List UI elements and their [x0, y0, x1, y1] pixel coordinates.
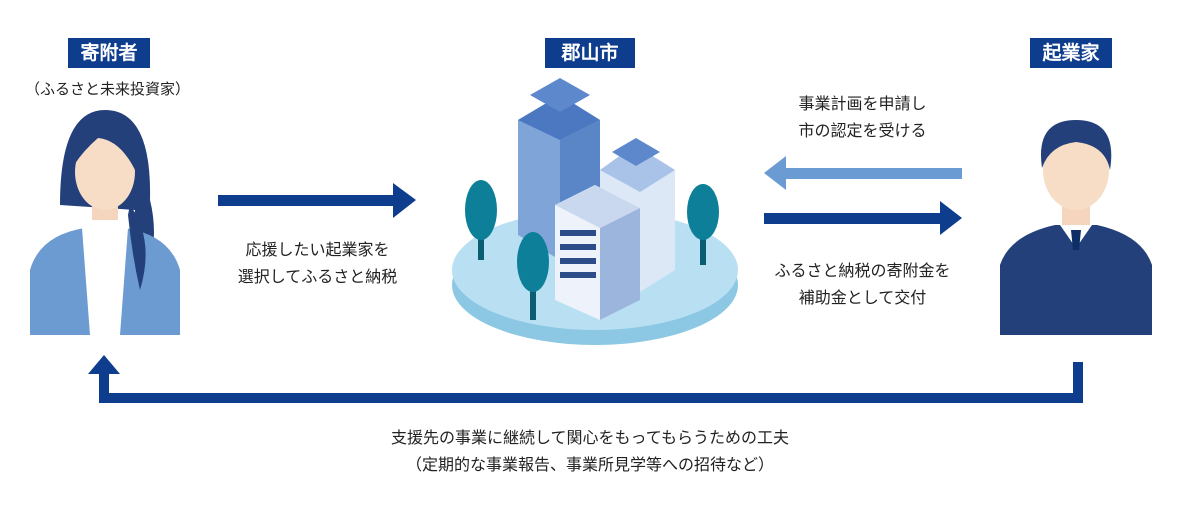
city-to-entrepreneur-text: ふるさと納税の寄附金を 補助金として交付: [740, 257, 985, 311]
text-line: 応援したい起業家を: [245, 240, 390, 259]
entrepreneur-label: 起業家: [1030, 38, 1112, 68]
text-line: （定期的な事業報告、事業所見学等への招待など）: [405, 455, 774, 474]
arrow-entrepreneur-to-city: [764, 156, 962, 190]
city-illustration: [452, 78, 738, 345]
city-label: 郡山市: [545, 38, 635, 68]
text-line: 補助金として交付: [798, 288, 927, 307]
text-line: 事業計画を申請し: [798, 94, 927, 113]
donor-sublabel: （ふるさと未来投資家）: [24, 80, 190, 98]
text-line: ふるさと納税の寄附金を: [774, 261, 951, 280]
arrow-entrepreneur-to-donor: [88, 355, 1083, 403]
entrepreneur-to-city-text: 事業計画を申請し 市の認定を受ける: [750, 90, 975, 144]
text-line: 支援先の事業に継続して関心をもってもらうための工夫: [391, 428, 789, 447]
text-line: 市の認定を受ける: [798, 121, 927, 140]
donor-label: 寄附者: [68, 38, 150, 68]
donor-illustration: [30, 110, 180, 335]
arrow-donor-to-city: [218, 183, 416, 218]
entrepreneur-illustration: [1000, 120, 1152, 335]
text-line: 選択してふるさと納税: [237, 267, 398, 286]
arrow-city-to-entrepreneur: [764, 201, 962, 235]
donor-to-city-text: 応援したい起業家を 選択してふるさと納税: [205, 236, 430, 290]
entrepreneur-to-donor-text: 支援先の事業に継続して関心をもってもらうための工夫 （定期的な事業報告、事業所見…: [290, 424, 890, 478]
